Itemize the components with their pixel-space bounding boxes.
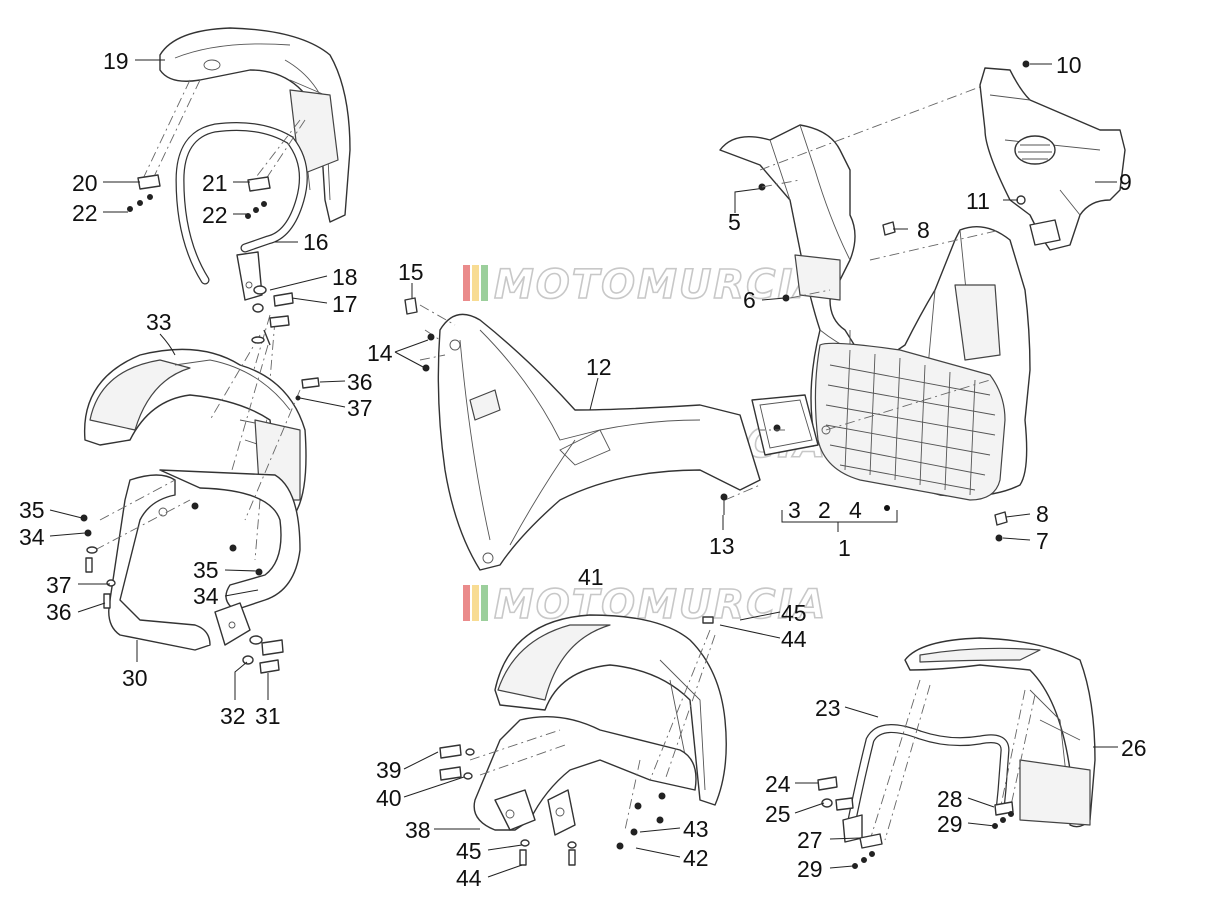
front-mudguard-bottom-right [904,637,1096,828]
callout-36-bottom: 36 [46,599,72,625]
callout-24: 24 [765,771,791,797]
bolt-17-washer-18 [252,285,294,328]
callout-8-top: 8 [917,217,930,243]
fasteners-39-45 [439,616,714,866]
callout-36-top: 36 [347,369,373,395]
callout-1: 1 [838,535,851,561]
callout-30: 30 [122,665,148,691]
callout-20: 20 [72,170,98,196]
fasteners-3-5-6-7-8 [758,183,1008,542]
assembly-line [94,334,301,551]
leader-lines [49,59,1118,878]
callout-3: 3 [788,497,801,523]
callout-6: 6 [743,287,756,313]
callout-12: 12 [586,354,612,380]
clamp-21 [247,176,271,192]
callout-40: 40 [376,785,402,811]
callout-22-right: 22 [202,202,228,228]
callout-21: 21 [202,170,228,196]
front-brake-pipe-top [175,122,308,301]
callout-numbers: 1 2 3 4 5 6 7 8 8 9 10 11 12 13 14 15 16… [19,48,1147,891]
callout-22-left: 22 [72,200,98,226]
callout-7: 7 [1036,528,1049,554]
callout-11: 11 [966,188,990,214]
flap-2 [751,394,819,456]
assembly-line [469,629,716,831]
callout-45-top: 45 [781,600,807,626]
callout-34-left: 34 [19,524,45,550]
callout-4: 4 [849,497,862,523]
front-brake-pipe-bottom [842,724,1010,843]
callout-26: 26 [1121,735,1147,761]
callout-23: 23 [815,695,841,721]
mudguard-bracket-38 [473,716,697,836]
callout-16: 16 [303,229,329,255]
callout-28: 28 [937,786,963,812]
callout-25: 25 [765,801,791,827]
assembly-line [759,84,1001,261]
watermark-top: MOTOMURCIA [463,261,827,309]
callout-41: 41 [578,564,604,590]
mudguard-bracket-30 [108,469,301,651]
screws-22 [127,194,267,219]
callout-29-right: 29 [937,811,963,837]
callout-29-left: 29 [797,856,823,882]
callout-27: 27 [797,827,823,853]
callout-31: 31 [255,703,281,729]
callout-32: 32 [220,703,246,729]
callout-17: 17 [332,291,358,317]
clamp-20 [137,174,161,190]
callout-39: 39 [376,757,402,783]
assembly-line [869,679,1036,841]
watermark-text: MOTOMURCIA [494,262,827,308]
clip-15-screws-13-14 [404,297,728,515]
inner-shield-12 [437,313,761,571]
bracket-1 [781,510,898,532]
callout-33: 33 [146,309,172,335]
callout-5: 5 [728,209,741,235]
watermark-bottom: MOTOMURCIA [463,581,827,629]
callout-15: 15 [398,259,424,285]
watermark-text: MOTOMURCIA [494,582,827,628]
callout-45-bottom: 45 [456,838,482,864]
callout-37-bottom: 37 [46,572,72,598]
callout-9: 9 [1119,169,1132,195]
fasteners-31-37 [80,329,320,674]
cover-plate-9 [979,67,1126,251]
callout-34-right: 34 [193,583,219,609]
callout-35-left: 35 [19,497,45,523]
callout-35-right: 35 [193,557,219,583]
callout-38: 38 [405,817,431,843]
callout-44-bottom: 44 [456,865,482,891]
callout-2: 2 [818,497,831,523]
grille-4 [814,342,1006,501]
callout-42: 42 [683,845,709,871]
callout-14: 14 [367,340,393,366]
fasteners-24-29 [817,776,1014,869]
callout-13: 13 [709,533,735,559]
callout-10: 10 [1056,52,1082,78]
callout-18: 18 [332,264,358,290]
callout-43: 43 [683,816,709,842]
callout-8-bottom: 8 [1036,501,1049,527]
callout-37-top: 37 [347,395,373,421]
callout-44-top: 44 [781,626,807,652]
front-mudguard-bottom [494,614,727,806]
callout-19: 19 [103,48,129,74]
assembly-line [760,179,991,431]
